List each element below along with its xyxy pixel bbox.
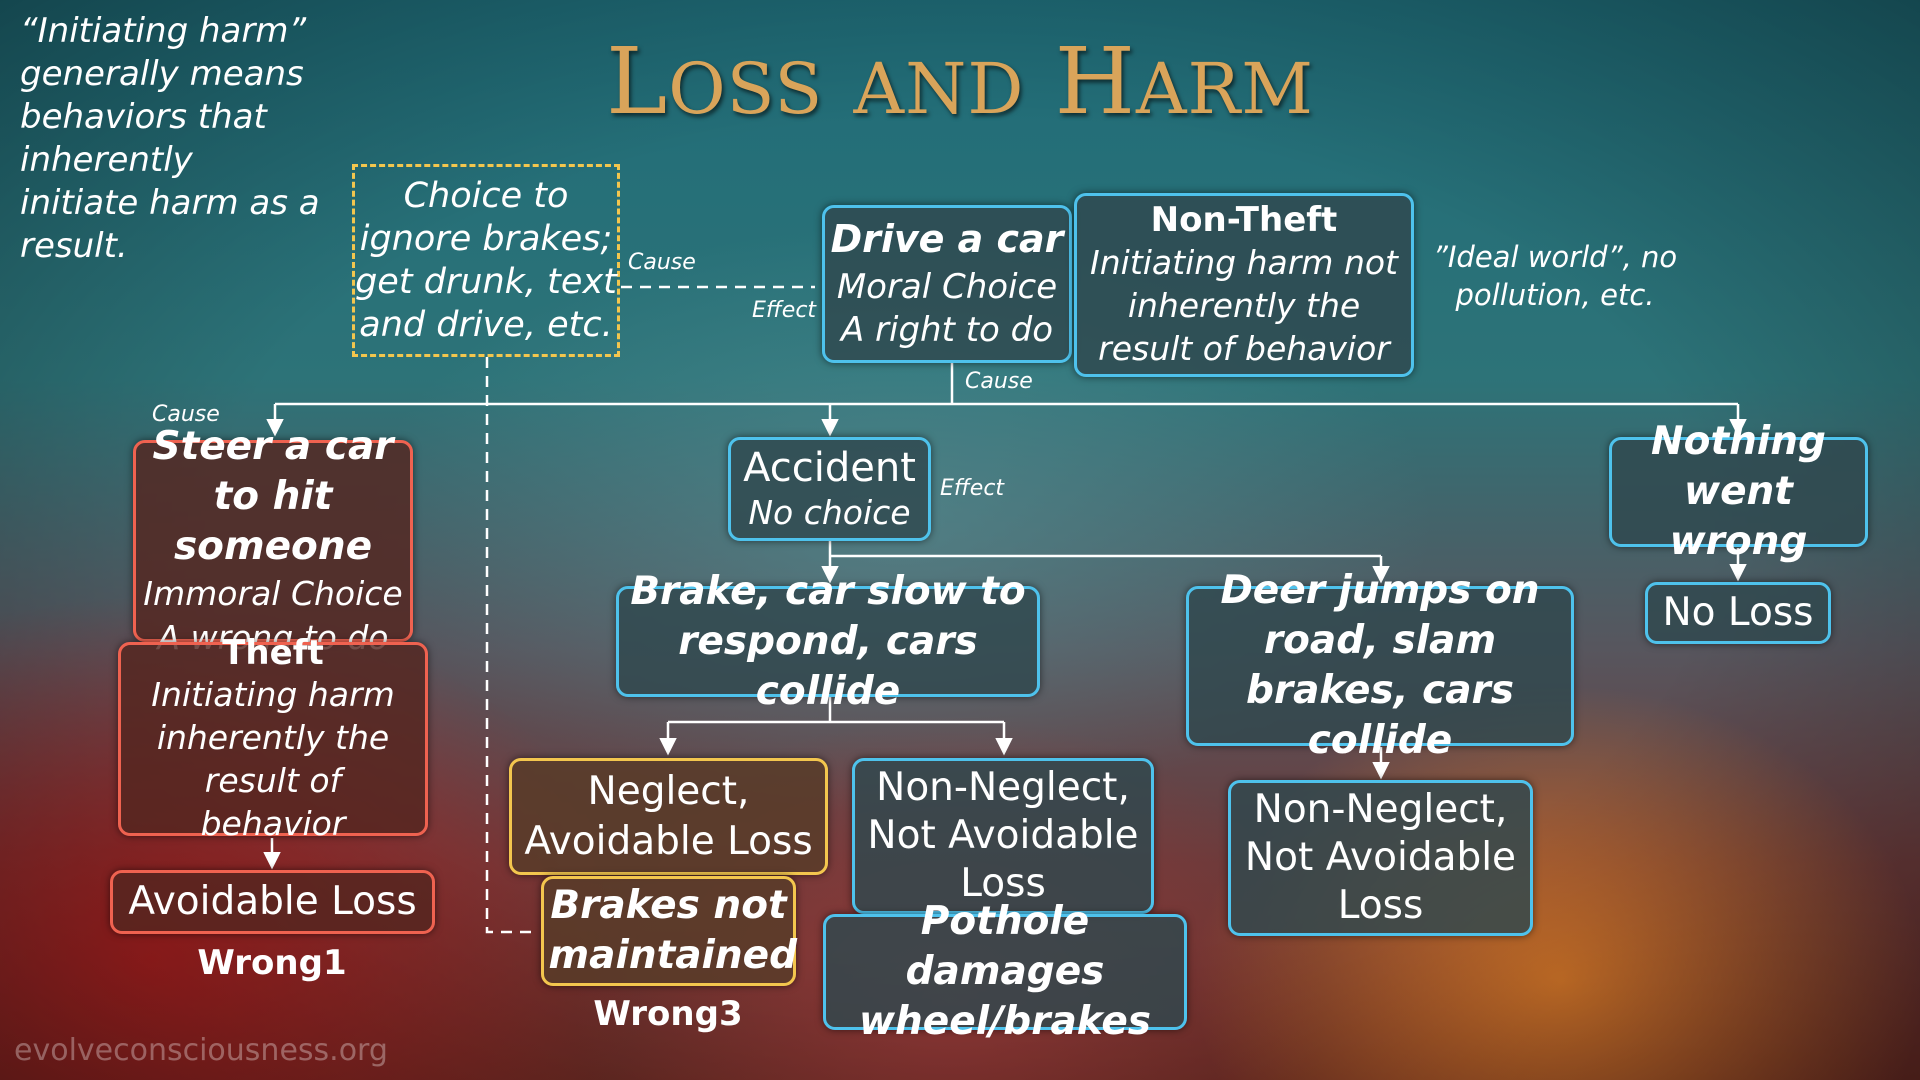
effect-label-drive: Effect (752, 298, 817, 323)
brake-collide-text: Brake, car slow to respond, cars collide (630, 568, 1026, 714)
neglect-text: Neglect, Avoidable Loss (524, 768, 813, 864)
brakes-not-maintained-box: Brakes not maintained (541, 876, 798, 986)
footer-watermark: evolveconsciousness.org (14, 1033, 388, 1068)
moral-choice-text: Moral Choice (836, 267, 1058, 308)
steer-car-box: Steer a car to hit someone Immoral Choic… (133, 424, 413, 657)
avoidable-loss-text: Avoidable Loss (128, 878, 417, 924)
avoidable-loss-box: Avoidable Loss (110, 870, 435, 934)
non-neglect-text-2: Non-Neglect, Not Avoidable Loss (1244, 787, 1517, 928)
right-to-do-text: A right to do (840, 309, 1054, 350)
non-neglect-box-1: Non-Neglect, Not Avoidable Loss (852, 758, 1154, 914)
drive-a-car-heading: Drive a car (830, 216, 1064, 261)
pothole-text: Pothole damages wheel/brakes (859, 899, 1151, 1044)
pothole-box: Pothole damages wheel/brakes (823, 899, 1187, 1044)
theft-heading: Theft (222, 632, 324, 673)
choice-ignore-brakes-text: Choice to ignore brakes; get drunk, text… (355, 175, 617, 345)
no-loss-text: No Loss (1662, 589, 1814, 635)
cause-label-drive: Cause (965, 369, 1033, 394)
steer-car-heading: Steer a car to hit someone (152, 424, 394, 569)
non-theft-text: Initiating harm not inherently the resul… (1090, 242, 1398, 368)
nothing-went-wrong-box: Nothing went wrong (1609, 419, 1868, 564)
wrong1-label: Wrong1 (197, 943, 347, 983)
theft-box: Theft Initiating harm inherently the res… (118, 633, 428, 843)
drive-a-car-box: Drive a car Moral Choice A right to do (822, 205, 1072, 363)
ideal-world-note: ”Ideal world”, no pollution, etc. (1432, 240, 1678, 312)
non-neglect-text-1: Non-Neglect, Not Avoidable Loss (867, 765, 1139, 906)
immoral-choice-text: Immoral Choice (143, 574, 403, 613)
no-choice-text: No choice (748, 493, 911, 533)
initiating-harm-note: “Initiating harm” generally means behavi… (20, 11, 320, 266)
wrong3-label: Wrong3 (593, 994, 743, 1034)
no-loss-box: No Loss (1645, 582, 1831, 644)
accident-heading: Accident (743, 445, 916, 492)
non-neglect-box-2: Non-Neglect, Not Avoidable Loss (1228, 780, 1533, 936)
nothing-went-wrong-text: Nothing went wrong (1651, 419, 1826, 564)
non-theft-heading: Non-Theft (1150, 200, 1338, 241)
deer-jumps-text: Deer jumps on road, slam brakes, cars co… (1220, 568, 1540, 763)
page-title: LOSS AND HARM (606, 28, 1314, 135)
accident-box: Accident No choice (728, 437, 931, 541)
deer-jumps-box: Deer jumps on road, slam brakes, cars co… (1186, 568, 1574, 763)
brake-collide-box: Brake, car slow to respond, cars collide (616, 569, 1040, 714)
cause-label-steer: Cause (152, 402, 220, 427)
non-theft-box: Non-Theft Initiating harm not inherently… (1074, 193, 1414, 377)
connector-choice-to-brakes-dashed (485, 357, 535, 934)
cause-label-choice: Cause (628, 250, 696, 275)
neglect-box: Neglect, Avoidable Loss (509, 758, 828, 875)
theft-text: Initiating harm inherently the result of… (151, 675, 395, 844)
effect-label-accident: Effect (940, 476, 1005, 501)
brakes-not-maintained-text: Brakes not maintained (548, 883, 798, 978)
choice-ignore-brakes-box: Choice to ignore brakes; get drunk, text… (352, 164, 620, 357)
